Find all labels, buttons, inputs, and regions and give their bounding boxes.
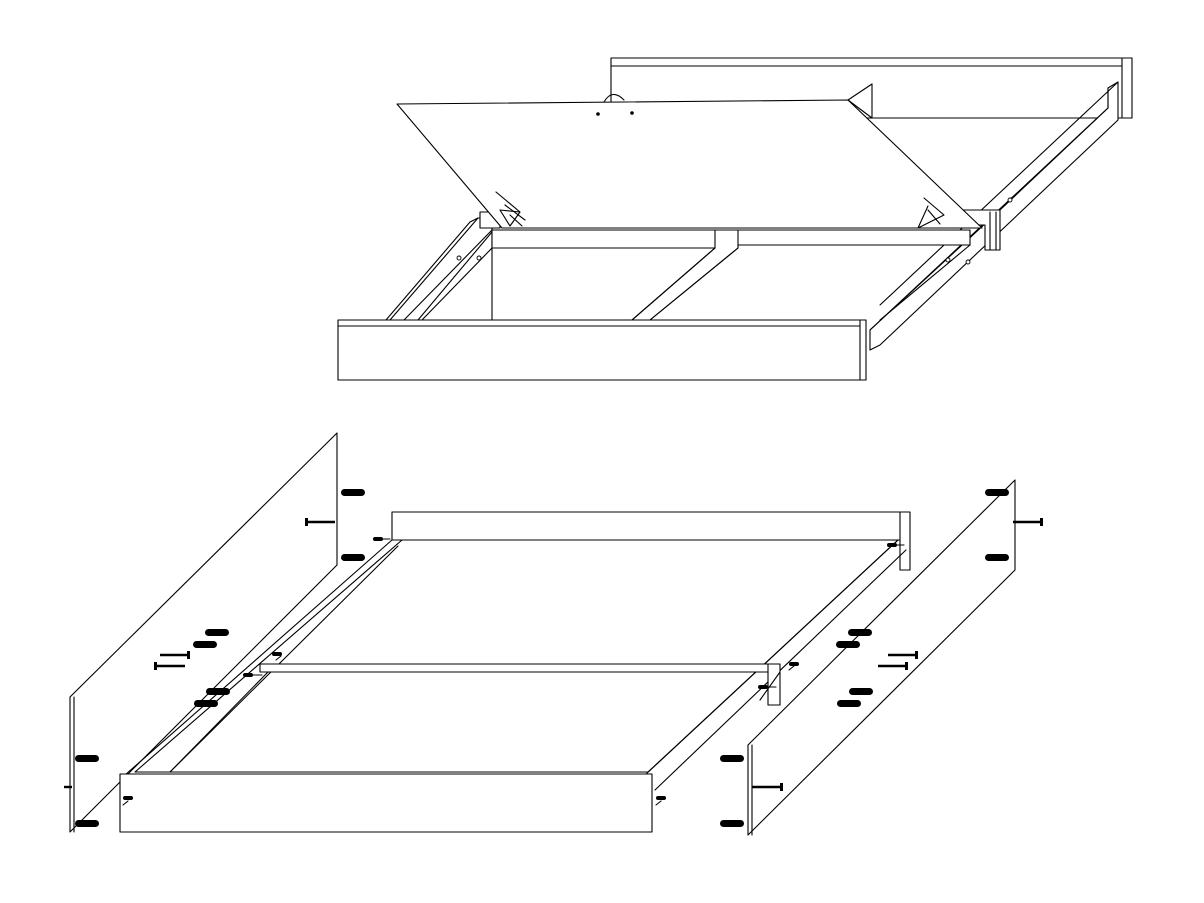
cam-fittings xyxy=(122,538,905,806)
left-lift-mechanism xyxy=(495,191,526,227)
dowel xyxy=(205,629,229,636)
dowel xyxy=(341,489,365,496)
small-dowels xyxy=(123,537,897,800)
screw xyxy=(888,651,918,659)
dowel xyxy=(720,820,744,827)
dowel xyxy=(193,641,217,648)
small-dowel xyxy=(789,662,799,666)
dowel xyxy=(75,755,99,762)
screw xyxy=(752,783,783,791)
right-lift-mechanism xyxy=(917,197,945,229)
dowel xyxy=(985,489,1009,496)
small-dowel xyxy=(373,537,383,541)
base-board xyxy=(124,539,907,791)
head-crossboard xyxy=(391,511,911,571)
exploded-parts xyxy=(64,432,1043,836)
dowel xyxy=(341,554,365,561)
dowel xyxy=(848,629,872,636)
small-dowel xyxy=(123,796,133,800)
screws xyxy=(64,518,1043,791)
screw xyxy=(1013,518,1043,526)
dowel xyxy=(720,755,744,762)
foot-crossboard xyxy=(119,773,653,833)
assembled-bed xyxy=(337,57,1133,381)
right-side-panel xyxy=(747,479,1016,836)
small-dowel xyxy=(656,796,666,800)
dowel xyxy=(75,820,99,827)
small-dowel xyxy=(758,685,768,689)
small-dowel xyxy=(243,673,253,677)
inner-frame xyxy=(421,229,971,321)
screw xyxy=(160,651,190,659)
screw xyxy=(305,518,335,526)
left-side-rail xyxy=(385,211,501,321)
dowels xyxy=(75,489,1009,827)
dowel xyxy=(836,641,860,648)
dowel xyxy=(206,688,230,695)
center-crossbar xyxy=(169,663,781,773)
dowel xyxy=(837,700,861,707)
dowel xyxy=(985,554,1009,561)
small-dowel xyxy=(887,543,897,547)
screw xyxy=(154,662,185,670)
dowel xyxy=(194,700,218,707)
footboard xyxy=(337,319,867,381)
dowel xyxy=(849,688,873,695)
screw xyxy=(878,662,908,670)
small-dowel xyxy=(272,652,282,656)
storage-lid xyxy=(396,83,983,229)
